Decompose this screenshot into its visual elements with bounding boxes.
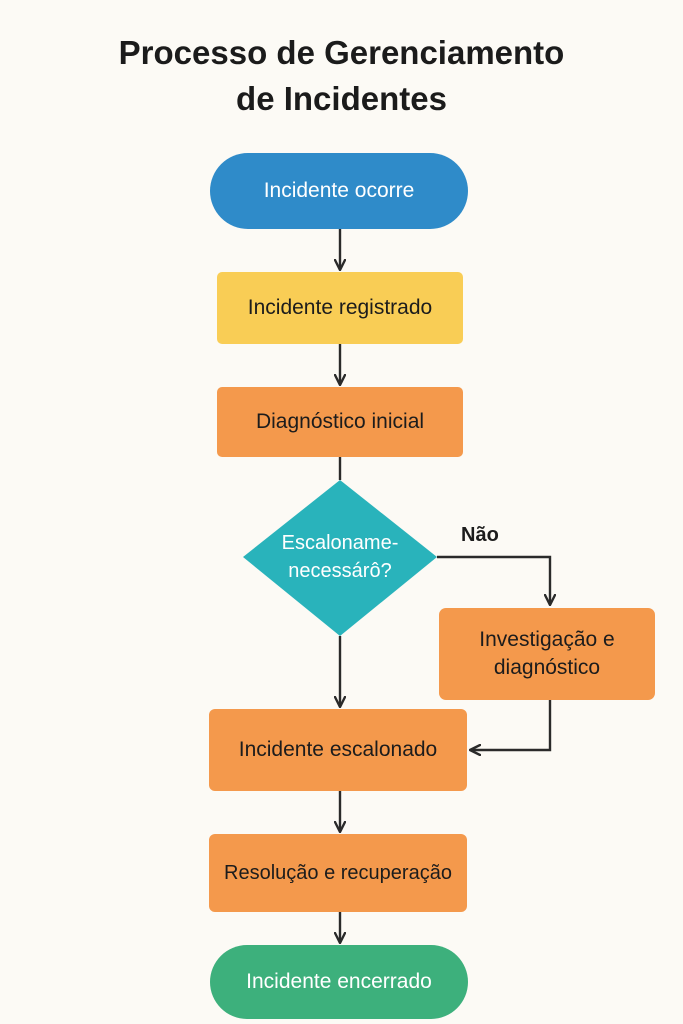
- arrow-decision-no-to-investigation: [437, 555, 550, 605]
- diagram-title: Processo de Gerenciamento de Incidentes: [0, 30, 683, 122]
- diagram-title-line-2: de Incidentes: [236, 80, 447, 117]
- node-initial-diagnosis-label: Diagnóstico inicial: [255, 410, 425, 433]
- node-incident-occurs-label: Incidente ocorre: [263, 179, 415, 202]
- node-escalation-decision-line-1: Escaloname-: [281, 532, 399, 554]
- node-incident-escalated: Incidente escalonado: [209, 709, 467, 791]
- node-incident-escalated-label: Incidente escalonado: [238, 738, 438, 761]
- node-incident-occurs: Incidente ocorre: [210, 153, 468, 229]
- node-incident-registered: Incidente registrado: [217, 272, 463, 344]
- node-resolution-recovery-label: Resolução e recuperação: [224, 862, 452, 884]
- diagram-title-line-1: Processo de Gerenciamento: [118, 34, 565, 71]
- node-investigation-line-2: diagnóstico: [493, 656, 601, 679]
- node-investigation: Investigação e diagnóstico: [439, 608, 655, 700]
- node-incident-closed-label: Incidente encerrado: [246, 970, 432, 993]
- arrow-investigation-to-escalated: [470, 700, 552, 750]
- node-resolution-recovery: Resolução e recuperação: [209, 834, 467, 912]
- node-escalation-decision-line-2: necessárô?: [288, 560, 392, 582]
- node-incident-closed: Incidente encerrado: [210, 945, 468, 1019]
- node-incident-registered-label: Incidente registrado: [247, 296, 433, 319]
- node-initial-diagnosis: Diagnóstico inicial: [217, 387, 463, 457]
- node-escalation-decision: Escaloname- necessárô?: [243, 510, 437, 604]
- node-investigation-line-1: Investigação e: [479, 628, 615, 651]
- edge-label-no: Não: [461, 524, 499, 546]
